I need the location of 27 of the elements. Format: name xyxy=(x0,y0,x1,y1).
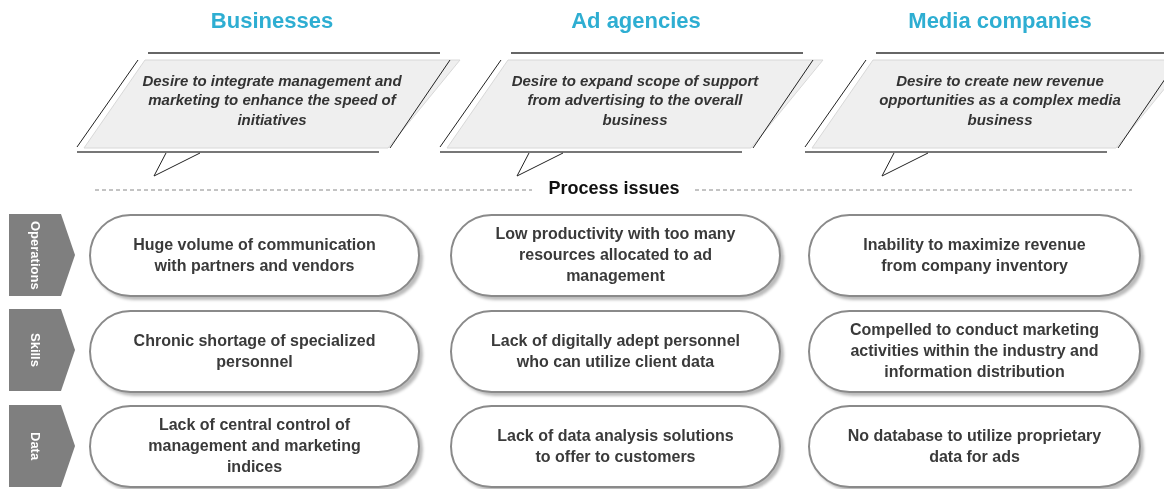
row-label: Skills xyxy=(27,333,43,367)
issue-pill xyxy=(808,310,1141,393)
issue-pill xyxy=(450,214,781,297)
issue-text: Huge volume of communication with partners and vendors xyxy=(132,234,377,276)
issue-pill xyxy=(808,214,1141,297)
issue-text: Lack of digitally adept personnel who can utilize client data xyxy=(490,330,741,372)
issue-pill xyxy=(450,310,781,393)
row-label: Data xyxy=(27,431,43,461)
issue-pill xyxy=(89,310,420,393)
bubble-text: Desire to integrate management and marketing to enhance the speed of initiatives xyxy=(141,70,403,130)
issue-pill xyxy=(808,405,1141,488)
issue-text: Compelled to conduct marketing activities within the industry and information distribution xyxy=(849,320,1100,382)
issue-text: Lack of central control of management and marketing indices xyxy=(147,415,362,477)
column-heading: Ad agencies xyxy=(571,8,701,34)
issue-pill xyxy=(89,405,420,488)
issue-text: Lack of data analysis solutions to offer to customers xyxy=(496,425,735,467)
issue-text: Inability to maximize revenue from company inventory xyxy=(862,234,1087,276)
bubble-text: Desire to expand scope of support from advertising to the overall business xyxy=(510,70,760,130)
issue-pill xyxy=(450,405,781,488)
row-label: Operations xyxy=(27,220,43,290)
issue-text: Chronic shortage of specialized personnel xyxy=(132,330,377,372)
issue-text: No database to utilize proprietary data for ads xyxy=(846,425,1103,467)
issue-text: Low productivity with too many resources allocated to ad management xyxy=(494,224,737,286)
bubble-text: Desire to create new revenue opportunities as a complex media business xyxy=(878,70,1122,130)
column-heading: Businesses xyxy=(210,8,334,34)
issue-pill xyxy=(89,214,420,297)
column-heading: Media companies xyxy=(908,8,1092,34)
